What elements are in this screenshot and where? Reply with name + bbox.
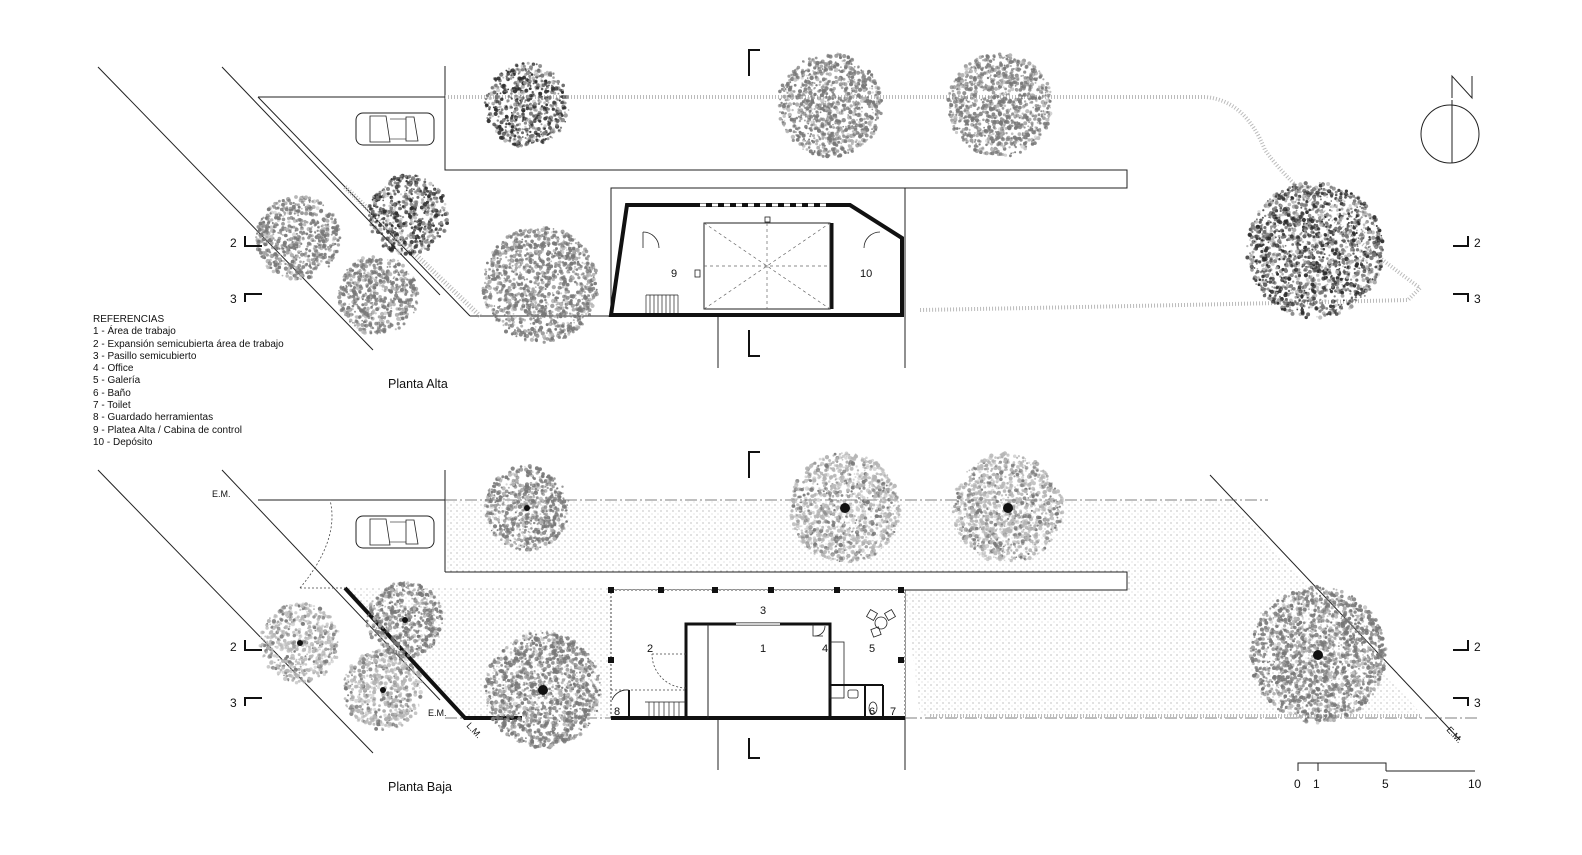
tree-icon xyxy=(483,464,570,552)
tree-icon xyxy=(777,52,884,159)
em-mark-2: E.M. xyxy=(428,708,447,718)
scale-tick-5: 5 xyxy=(1382,777,1389,791)
scale-tick-1: 1 xyxy=(1313,777,1320,791)
legend-item: 1 - Área de trabajo xyxy=(93,326,176,338)
section-label-3-left-upper: 3 xyxy=(230,292,237,306)
scale-tick-0: 0 xyxy=(1294,777,1301,791)
trees-layer xyxy=(255,52,1388,750)
tree-icon xyxy=(1248,584,1388,725)
scale-bar xyxy=(1297,762,1475,772)
section-markers xyxy=(244,49,1469,759)
tree-icon xyxy=(255,195,342,281)
car-icon xyxy=(355,515,435,549)
scale-tick-10: 10 xyxy=(1468,777,1482,791)
section-label-3-left-ground: 3 xyxy=(230,696,237,710)
room-label-7: 7 xyxy=(890,706,896,718)
legend-item: 5 - Galería xyxy=(93,375,141,387)
legend-item: 10 - Depósito xyxy=(93,436,153,448)
plan-title-ground: Planta Baja xyxy=(388,780,452,794)
plan-title-upper: Planta Alta xyxy=(388,377,448,391)
north-arrow-icon xyxy=(1420,74,1480,164)
tree-icon xyxy=(365,581,444,659)
tree-icon xyxy=(1245,181,1385,320)
room-label-2: 2 xyxy=(647,643,653,655)
lm-mark: L.M. xyxy=(465,721,484,741)
tree-icon xyxy=(481,226,599,344)
tree-icon xyxy=(343,648,423,731)
room-label-3: 3 xyxy=(760,605,766,617)
legend-item: 7 - Toilet xyxy=(93,400,131,412)
section-label-2-right-upper: 2 xyxy=(1474,236,1481,250)
room-label-10: 10 xyxy=(860,268,872,280)
table-chairs-icon xyxy=(865,608,897,638)
legend-item: 6 - Baño xyxy=(93,387,131,399)
tree-icon xyxy=(258,602,340,685)
section-label-3-right-ground: 3 xyxy=(1474,696,1481,710)
upper-building xyxy=(608,203,904,317)
car-icon xyxy=(355,112,435,146)
em-mark-1: E.M. xyxy=(212,489,231,499)
room-label-8: 8 xyxy=(614,706,620,718)
tree-icon xyxy=(337,255,420,335)
section-label-2-left-upper: 2 xyxy=(230,236,237,250)
tree-icon xyxy=(483,61,570,148)
legend: REFERENCIAS 1 - Área de trabajo 2 - Expa… xyxy=(93,314,284,449)
legend-item: 4 - Office xyxy=(93,363,134,375)
tree-icon xyxy=(789,451,902,564)
room-label-6: 6 xyxy=(869,706,875,718)
legend-item: 8 - Guardado herramientas xyxy=(93,412,214,424)
tree-icon xyxy=(483,631,602,750)
legend-item: 2 - Expansión semicubierta área de traba… xyxy=(93,338,284,350)
legend-item: 9 - Platea Alta / Cabina de control xyxy=(93,424,242,436)
room-label-1: 1 xyxy=(760,643,766,655)
em-mark-3: E.M. xyxy=(1445,725,1465,745)
tree-icon xyxy=(946,52,1053,158)
room-label-9: 9 xyxy=(671,268,677,280)
ground-building xyxy=(608,587,906,720)
section-label-3-right-upper: 3 xyxy=(1474,292,1481,306)
section-label-2-left-ground: 2 xyxy=(230,640,237,654)
tree-icon xyxy=(951,451,1065,563)
section-label-2-right-ground: 2 xyxy=(1474,640,1481,654)
room-label-4: 4 xyxy=(822,643,828,655)
room-label-5: 5 xyxy=(869,643,875,655)
legend-item: 3 - Pasillo semicubierto xyxy=(93,350,197,362)
legend-list: 1 - Área de trabajo 2 - Expansión semicu… xyxy=(93,326,284,449)
tree-icon xyxy=(367,173,449,256)
legend-title: REFERENCIAS xyxy=(93,314,165,325)
